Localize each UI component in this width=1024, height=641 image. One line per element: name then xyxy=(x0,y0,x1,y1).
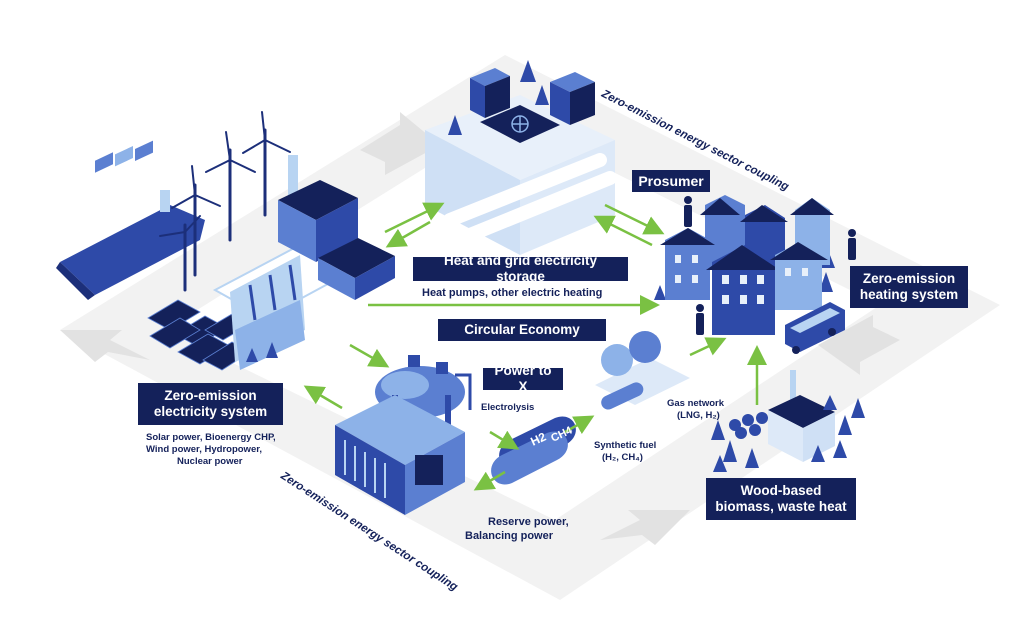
label-prosumer: Prosumer xyxy=(632,170,710,192)
text-synthetic-fuel-2: (H₂, CH₄) xyxy=(602,452,643,463)
storage-pipes-icon xyxy=(443,153,617,242)
gas-cylinder-icon xyxy=(491,416,576,485)
text-sources-3: Nuclear power xyxy=(177,456,243,467)
biomass-plant-icon xyxy=(768,370,835,462)
apartment-buildings-icon xyxy=(660,195,834,335)
container-icon xyxy=(550,72,595,125)
cargo-ship-icon xyxy=(56,140,205,300)
label-electricity-system: Zero-emission electricity system xyxy=(138,383,283,425)
track-arrow-icon xyxy=(600,510,690,545)
label-biomass: Wood-based biomass, waste heat xyxy=(706,478,856,520)
label-heating-system: Zero-emission heating system xyxy=(850,266,968,308)
container-icon xyxy=(470,68,510,118)
text-synthetic-fuel-1: Synthetic fuel xyxy=(594,440,657,451)
text-electrolysis: Electrolysis xyxy=(481,402,535,413)
storage-building xyxy=(425,68,617,255)
label-power-to-x: Power to X xyxy=(483,363,563,394)
text-gas-network-1: Gas network xyxy=(667,398,725,409)
tank-h2-text: H2 xyxy=(528,429,548,448)
tree-icon xyxy=(711,395,865,472)
solar-panel-icon xyxy=(147,299,251,371)
flow-arrows xyxy=(303,202,767,491)
engine-generator-icon xyxy=(335,395,465,515)
wood-logs-icon xyxy=(729,412,768,439)
text-reserve-1: Reserve power, xyxy=(488,516,569,528)
text-sources-1: Solar power, Bioenergy CHP, xyxy=(146,432,276,443)
label-heat-storage: Heat and grid electricity storage xyxy=(413,253,628,284)
track-arrow-icon xyxy=(360,112,440,175)
track-arrow-icon xyxy=(60,330,150,362)
label-circular-economy: Circular Economy xyxy=(438,319,606,341)
gas-sphere-icon xyxy=(595,331,690,410)
text-heat-pumps: Heat pumps, other electric heating xyxy=(422,287,603,299)
text-sources-2: Wind power, Hydropower, xyxy=(146,444,263,455)
wind-turbine-icon xyxy=(159,111,291,292)
factory-icon xyxy=(278,155,395,300)
person-icon xyxy=(684,196,856,335)
text-gas-network-2: (LNG, H₂) xyxy=(677,410,720,421)
text-reserve-2: Balancing power xyxy=(465,530,554,542)
electric-pylon-icon xyxy=(511,115,529,133)
track-arrow-icon xyxy=(818,315,900,375)
bus-icon xyxy=(785,302,845,354)
